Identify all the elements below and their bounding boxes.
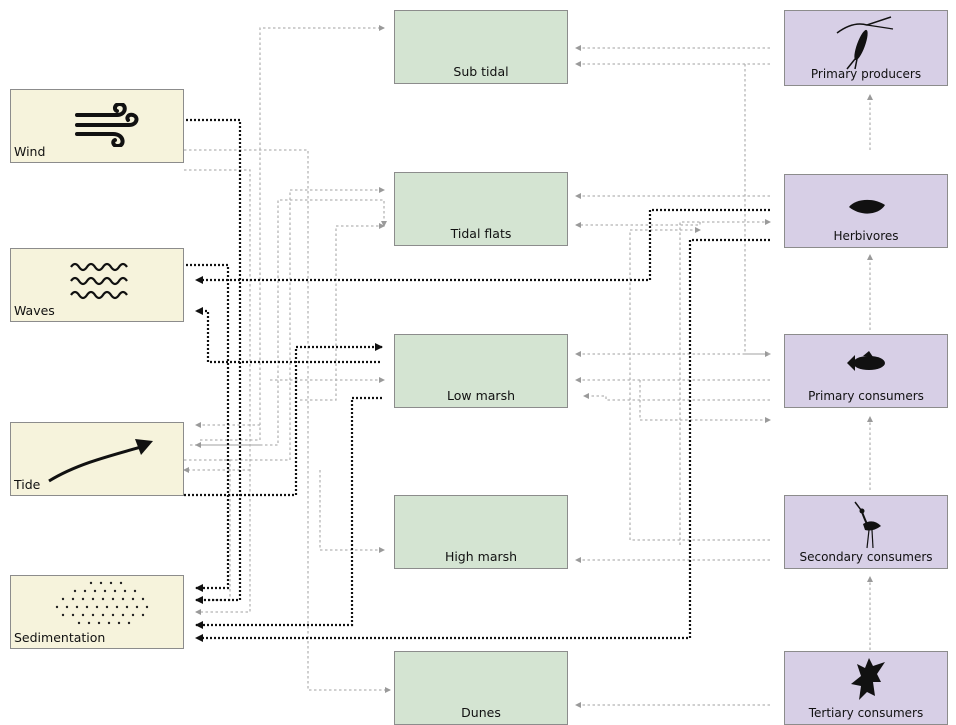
waves-icon xyxy=(70,262,128,300)
dunes-label: Dunes xyxy=(461,705,501,720)
sediment-dots-icon xyxy=(55,581,149,625)
tertiary-consumers-box: Tertiary consumers xyxy=(784,651,948,725)
tide-arrow-icon xyxy=(48,439,153,483)
sedimentation-label: Sedimentation xyxy=(14,630,106,645)
herbivores-box: Herbivores xyxy=(784,174,948,248)
sub-tidal-box: Sub tidal xyxy=(394,10,568,84)
mussel-icon xyxy=(849,199,885,214)
tertiary-consumers-label: Tertiary consumers xyxy=(808,706,924,720)
tidal-flats-label: Tidal flats xyxy=(450,226,512,241)
wading-bird-icon xyxy=(854,501,881,549)
dunes-box: Dunes xyxy=(394,651,568,725)
fish-icon xyxy=(847,351,885,371)
high-marsh-label: High marsh xyxy=(444,549,518,564)
tide-box: Tide xyxy=(10,422,184,496)
wind-label: Wind xyxy=(14,144,46,159)
wind-icon xyxy=(75,103,139,147)
herbivores-label: Herbivores xyxy=(833,229,899,243)
primary-producers-label: Primary producers xyxy=(810,67,922,81)
bird-of-prey-icon xyxy=(851,658,885,700)
sub-tidal-label: Sub tidal xyxy=(453,64,509,79)
waves-box: Waves xyxy=(10,248,184,322)
primary-producers-box: Primary producers xyxy=(784,10,948,86)
wind-box: Wind xyxy=(10,89,184,163)
zooplankton-icon xyxy=(836,16,894,70)
tidal-flats-box: Tidal flats xyxy=(394,172,568,246)
sedimentation-box: Sedimentation xyxy=(10,575,184,649)
secondary-consumers-label: Secondary consumers xyxy=(799,550,933,564)
tide-label: Tide xyxy=(14,477,41,492)
low-marsh-box: Low marsh xyxy=(394,334,568,408)
secondary-consumers-box: Secondary consumers xyxy=(784,495,948,569)
low-marsh-label: Low marsh xyxy=(447,388,515,403)
high-marsh-box: High marsh xyxy=(394,495,568,569)
primary-consumers-label: Primary consumers xyxy=(808,389,924,403)
waves-label: Waves xyxy=(14,303,55,318)
primary-consumers-box: Primary consumers xyxy=(784,334,948,408)
